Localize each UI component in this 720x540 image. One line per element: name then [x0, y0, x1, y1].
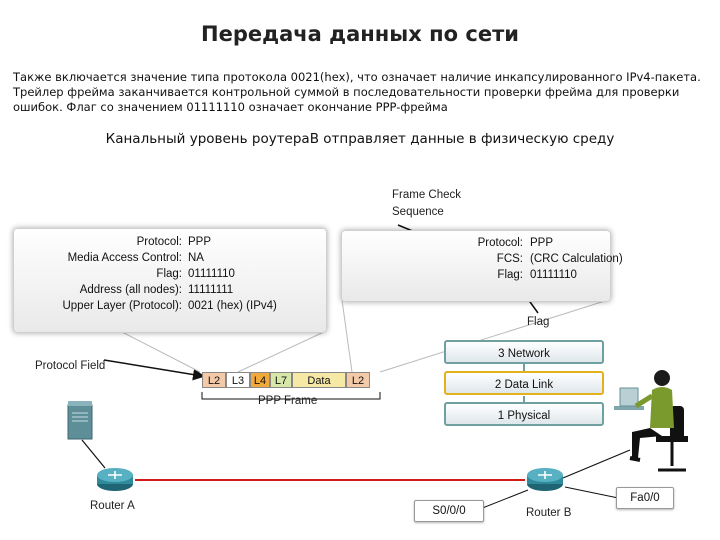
diagram-subtitle: Канальный уровень роутераB отправляет да… — [105, 131, 615, 147]
left-header-callout: Protocol: PPP Media Access Control: NA Flag:… — [13, 228, 327, 333]
ethernet-link — [562, 449, 631, 479]
server-icon — [67, 401, 93, 440]
header-field-label: Protocol: — [136, 236, 182, 248]
header-field-value: 0021 (hex) (IPv4) — [188, 300, 277, 312]
header-field-label: Flag: — [156, 268, 182, 280]
s-iface-pointer — [479, 489, 529, 510]
header-field-value: 11111111 — [188, 284, 234, 296]
trailer-field-label: Protocol: — [477, 237, 523, 249]
router-b-icon — [527, 468, 563, 491]
interface-fa00: Fa0/0 — [616, 487, 674, 509]
right-trailer-callout: Protocol: PPP FCS: (CRC Calculation) Flag: 01… — [341, 230, 623, 302]
left-callout-pointer — [119, 330, 327, 373]
ppp-frame-label: PPP Frame — [258, 395, 318, 407]
header-field-label: Upper Layer (Protocol): — [62, 300, 182, 312]
trailer-field-value: PPP — [530, 237, 554, 249]
header-field-label: Media Access Control: — [67, 252, 182, 264]
trailer-field-label: Flag: — [497, 269, 523, 281]
trailer-field-value: (CRC Calculation) — [530, 253, 623, 265]
protocol-field-arrow — [103, 359, 205, 381]
frame-segment: L3 — [226, 372, 250, 388]
layer-network: 3 Network — [444, 340, 604, 364]
description-paragraph: Также включается значение типа протокола… — [13, 70, 701, 114]
router-a-label: Router A — [90, 500, 135, 512]
trailer-field-label: FCS: — [496, 253, 523, 265]
header-field-value: PPP — [188, 236, 212, 248]
frame-segment: L2 — [202, 372, 226, 388]
header-field-label: Address (all nodes): — [79, 284, 182, 296]
server-link — [81, 439, 106, 469]
fcs-label-line1: Frame Check — [392, 189, 462, 201]
header-field-value: NA — [188, 252, 204, 264]
frame-segment: L4 — [250, 372, 270, 388]
right-callout-pointer — [341, 299, 609, 373]
fcs-label-line2: Sequence — [392, 206, 444, 218]
header-field-value: 01111110 — [188, 268, 235, 280]
ppp-frame-brace — [201, 392, 381, 400]
user-workstation-icon — [614, 370, 688, 472]
layer-data-link: 2 Data Link — [444, 371, 604, 395]
frame-segment: Data — [292, 372, 346, 388]
page-title: Передача данных по сети — [201, 22, 519, 46]
router-b-label: Router B — [526, 507, 572, 519]
router-a-icon — [97, 468, 133, 491]
frame-segment: L7 — [270, 372, 292, 388]
interface-s000: S0/0/0 — [414, 500, 484, 522]
layer-physical: 1 Physical — [444, 402, 604, 426]
flag-label: Flag — [527, 316, 550, 328]
trailer-field-value: 01111110 — [530, 269, 577, 281]
protocol-field-label: Protocol Field — [35, 360, 106, 372]
frame-segment: L2 — [346, 372, 370, 388]
